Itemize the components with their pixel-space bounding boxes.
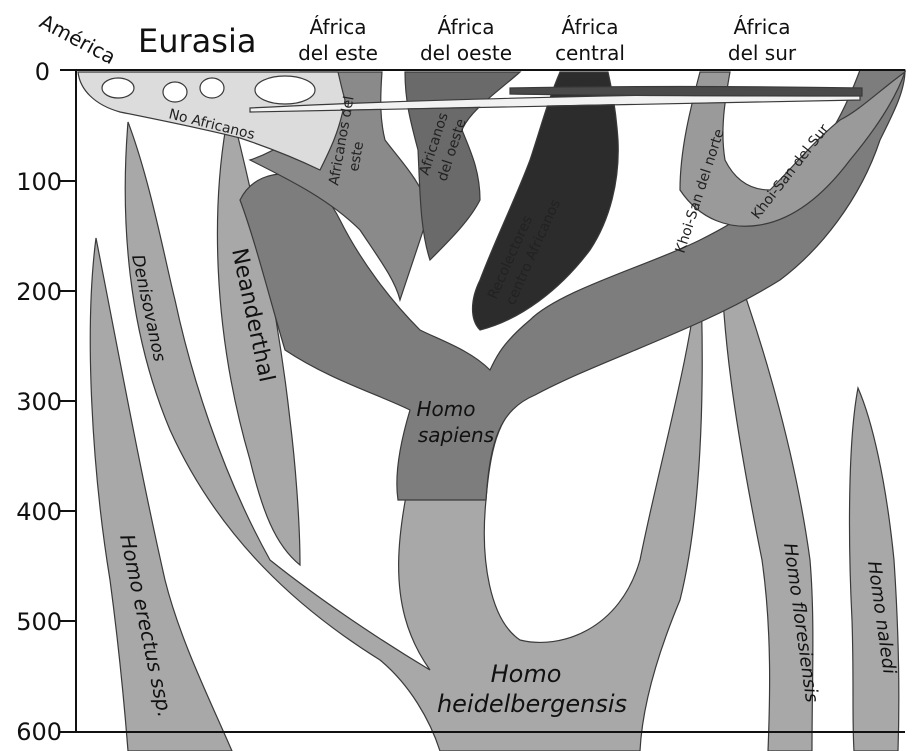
migration-ribbon bbox=[510, 87, 862, 97]
region-east-africa-line2: del este bbox=[298, 41, 378, 65]
tick-label: 200 bbox=[16, 278, 62, 306]
region-east-africa-line1: África bbox=[309, 15, 366, 39]
label-homo-sapiens-line2: sapiens bbox=[418, 423, 494, 447]
tick-label: 500 bbox=[16, 608, 62, 636]
label-homo-heidelbergensis-line2: heidelbergensis bbox=[437, 690, 627, 718]
tick-label: 400 bbox=[16, 498, 62, 526]
region-central-africa-line1: África bbox=[561, 15, 618, 39]
axis-tick-labels: 0 100 200 300 400 500 600 bbox=[16, 58, 62, 746]
tick-label: 300 bbox=[16, 388, 62, 416]
tick-label: 600 bbox=[16, 718, 62, 746]
tick-label: 0 bbox=[35, 58, 50, 86]
label-homo-sapiens-line1: Homo bbox=[417, 397, 476, 421]
region-south-africa-line1: África bbox=[733, 15, 790, 39]
region-headers: América Eurasia África del este África d… bbox=[36, 9, 797, 69]
tick-label: 100 bbox=[16, 168, 62, 196]
label-homo-heidelbergensis-line1: Homo bbox=[491, 660, 562, 688]
region-central-africa-line2: central bbox=[555, 41, 625, 65]
region-south-africa-line2: del sur bbox=[728, 41, 797, 65]
region-west-africa-line2: del oeste bbox=[420, 41, 512, 65]
region-eurasia: Eurasia bbox=[138, 22, 256, 60]
region-west-africa-line1: África bbox=[437, 15, 494, 39]
